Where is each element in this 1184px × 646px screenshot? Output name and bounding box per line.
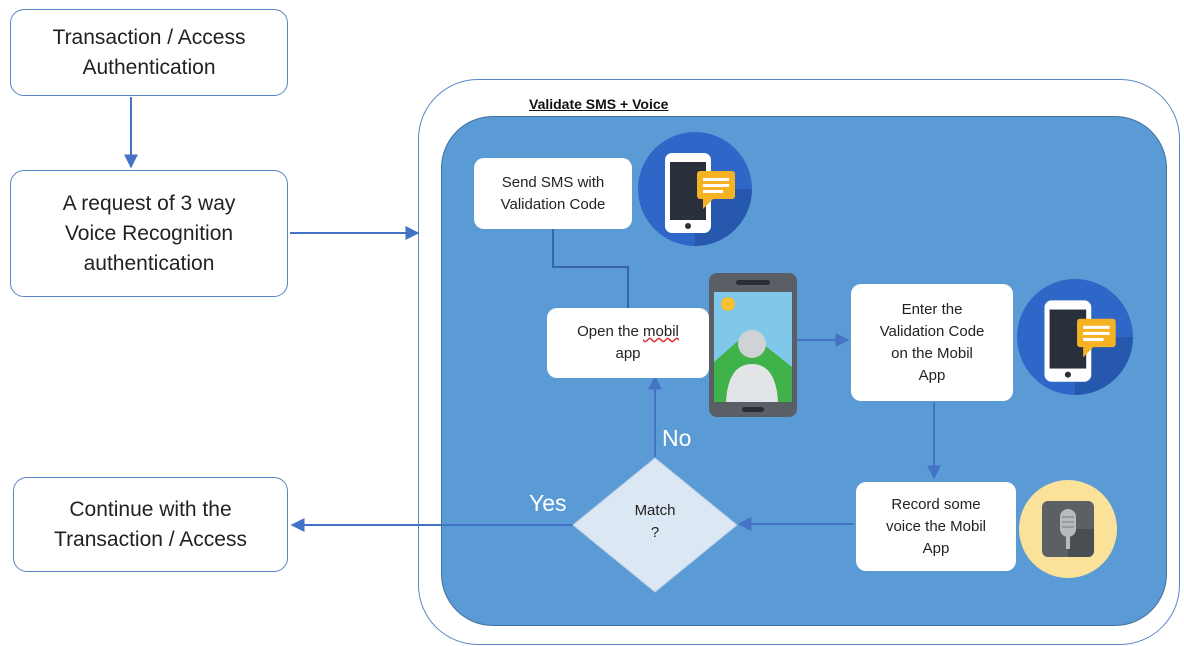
yes-label: Yes (529, 490, 567, 516)
auth-start-box: Transaction / Access Authentication (10, 9, 288, 96)
open-app-label: Open the mobil app (577, 323, 679, 362)
send-sms-box: Send SMS with Validation Code (474, 158, 632, 229)
match-diamond (572, 457, 738, 593)
auth-start-label: Transaction / Access Authentication (52, 25, 246, 79)
phone-message-icon (638, 132, 752, 246)
enter-code-label: Enter the Validation Code on the Mobil A… (879, 300, 985, 384)
line-sms-to-open (552, 229, 629, 308)
misspelled-word: mobil (643, 323, 679, 340)
record-voice-label: Record some voice the Mobil App (885, 495, 987, 557)
smartphone-icon (709, 273, 797, 417)
send-sms-label: Send SMS with Validation Code (500, 173, 606, 213)
request-label: A request of 3 way Voice Recognition aut… (62, 191, 236, 275)
microphone-icon (1019, 480, 1117, 578)
group-title: Validate SMS + Voice (529, 96, 669, 112)
open-app-box: Open the mobil app (547, 308, 709, 378)
enter-code-box: Enter the Validation Code on the Mobil A… (851, 284, 1013, 401)
continue-box: Continue with the Transaction / Access (13, 477, 288, 572)
phone-message-icon (1017, 279, 1133, 395)
request-box: A request of 3 way Voice Recognition aut… (10, 170, 288, 297)
match-label: Match ? (634, 502, 676, 541)
continue-label: Continue with the Transaction / Access (54, 497, 247, 551)
record-voice-box: Record some voice the Mobil App (856, 482, 1016, 571)
no-label: No (662, 425, 692, 451)
